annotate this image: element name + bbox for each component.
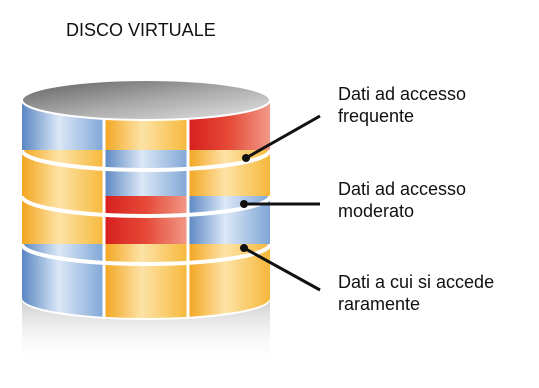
disk-cell-orange	[104, 244, 188, 318]
band-separator	[20, 149, 272, 172]
leader-line-rare	[243, 246, 321, 292]
disk-reflection	[22, 300, 270, 365]
disk-top	[21, 79, 271, 121]
label-moderate: Dati ad accesso moderato	[338, 179, 471, 221]
label-rare: Dati a cui si accede raramente	[338, 272, 499, 314]
leader-dot-frequent	[242, 154, 250, 162]
leader-dot-rare	[240, 244, 248, 252]
leader-line-frequent	[245, 114, 321, 160]
label-frequent: Dati ad accesso frequente	[338, 84, 471, 126]
disk-cell-blue	[22, 244, 104, 318]
leader-dot-moderate	[240, 200, 248, 208]
diagram-title: DISCO VIRTUALE	[66, 20, 216, 40]
